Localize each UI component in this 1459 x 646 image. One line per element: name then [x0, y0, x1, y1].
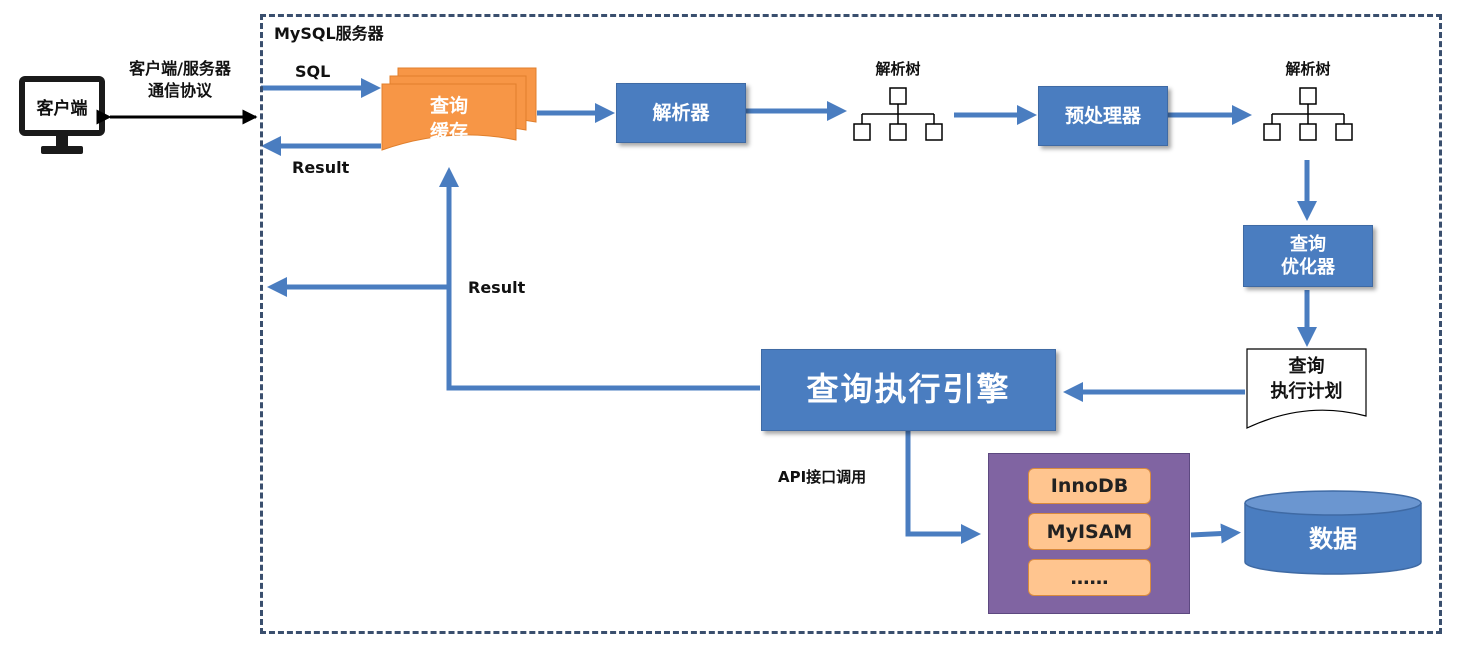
parse-tree-2-label: 解析树	[1285, 60, 1331, 78]
exec-plan-label: 查询 执行计划	[1270, 356, 1343, 403]
protocol-label: 客户端/服务器 通信协议	[110, 58, 250, 102]
protocol-line-2: 通信协议	[147, 81, 212, 100]
parse-tree-2-icon	[1263, 87, 1353, 141]
storage-to-data-arrow	[1190, 523, 1241, 544]
storage-engine-innodb: InnoDB	[1028, 468, 1151, 504]
api-call-arrow	[905, 431, 981, 544]
query-cache-shape	[381, 67, 537, 151]
engine-result-path	[439, 167, 760, 391]
client-monitor-icon	[19, 76, 105, 154]
storage-engine-myisam: MyISAM	[1028, 513, 1151, 550]
query-cache-label: 查询 缓存	[429, 95, 468, 143]
parse-tree-1-icon	[853, 87, 943, 141]
parser-box: 解析器	[616, 83, 746, 143]
client-label: 客户端	[36, 98, 88, 119]
result-top-label: Result	[292, 158, 350, 177]
storage-engine-more: ……	[1028, 559, 1151, 596]
server-title: MySQL服务器	[274, 24, 384, 43]
parse-tree-1-label: 解析树	[875, 60, 921, 78]
api-call-label: API接口调用	[778, 468, 867, 486]
result-mid-label: Result	[468, 278, 526, 297]
exec-engine-box: 查询执行引擎	[761, 349, 1056, 431]
data-cylinder-icon	[1244, 490, 1422, 575]
preprocessor-box: 预处理器	[1038, 86, 1168, 146]
protocol-line-1: 客户端/服务器	[129, 59, 231, 78]
data-label: 数据	[1309, 525, 1357, 553]
sql-label: SQL	[295, 62, 331, 81]
exec-plan-shape	[1246, 348, 1367, 429]
optimizer-box: 查询 优化器	[1243, 225, 1373, 287]
mysql-server-frame	[260, 14, 1442, 634]
client: 客户端	[25, 82, 99, 130]
